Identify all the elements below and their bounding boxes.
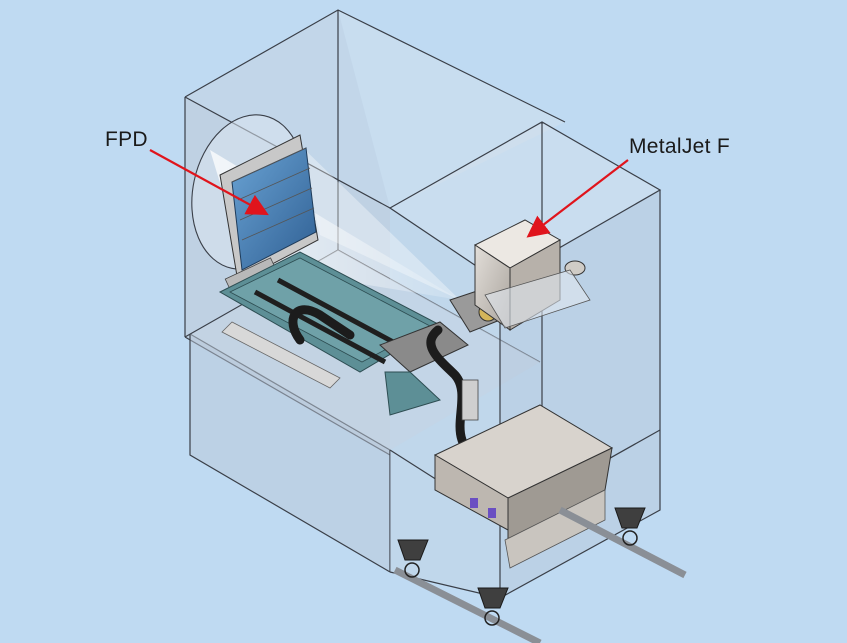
metaljet-label: MetalJet F <box>629 135 731 158</box>
controller-unit <box>433 404 614 569</box>
callout-arrows <box>149 149 629 238</box>
fpd-label: FPD <box>105 128 148 151</box>
flat-panel-detector <box>219 134 319 289</box>
sample-stage <box>218 251 469 416</box>
fpd-arrow <box>149 149 269 216</box>
metaljet-arrow <box>526 159 629 238</box>
caster-wheels <box>397 507 646 626</box>
base-rails <box>393 506 687 643</box>
